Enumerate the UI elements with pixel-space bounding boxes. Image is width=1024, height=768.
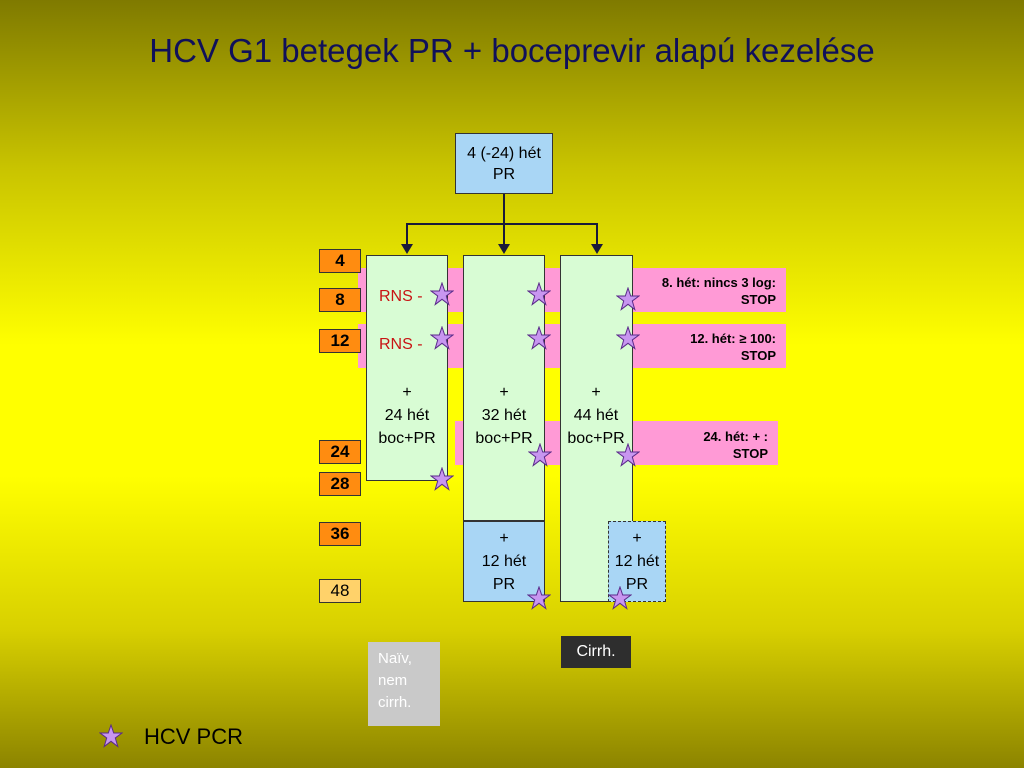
stop-rule-week-12-condition: 12. hét: ≥ 100: bbox=[690, 331, 776, 346]
column-32-weeks bbox=[463, 255, 545, 521]
column-2-text: + 32 hét boc+PR bbox=[463, 381, 545, 450]
star-icon bbox=[608, 586, 632, 610]
pr-tail-middle: + 12 hét PR bbox=[463, 521, 545, 602]
rns-negative-week-12: RNS - bbox=[379, 336, 423, 353]
star-icon bbox=[616, 326, 640, 350]
week-marker-28: 28 bbox=[319, 472, 361, 496]
rns-negative-week-8: RNS - bbox=[379, 288, 423, 305]
connector-horizontal bbox=[406, 223, 598, 225]
star-icon bbox=[616, 287, 640, 311]
stop-rule-week-8-action: STOP bbox=[740, 292, 776, 307]
group-label-naive: Naïv, nem cirrh. bbox=[368, 642, 440, 726]
group-label-naive-line2: nem bbox=[378, 672, 408, 689]
arrowhead-middle bbox=[498, 244, 510, 254]
stop-rule-week-12: 12. hét: ≥ 100: STOP bbox=[634, 326, 786, 364]
legend-label: HCV PCR bbox=[144, 724, 244, 749]
star-icon bbox=[527, 586, 551, 610]
connector-right bbox=[596, 223, 598, 245]
star-icon bbox=[616, 443, 640, 467]
column-2-plus: + bbox=[499, 384, 509, 401]
stop-rule-week-24: 24. hét: + : STOP bbox=[634, 424, 778, 462]
connector-left bbox=[406, 223, 408, 245]
stop-rule-week-8: 8. hét: nincs 3 log: STOP bbox=[634, 270, 786, 308]
column-1-plus: + bbox=[402, 384, 412, 401]
week-marker-24: 24 bbox=[319, 440, 361, 464]
initial-pr-label: PR bbox=[492, 165, 516, 183]
week-marker-12: 12 bbox=[319, 329, 361, 353]
stop-rule-week-24-condition: 24. hét: + : bbox=[703, 429, 768, 444]
group-label-naive-line3: cirrh. bbox=[378, 694, 412, 711]
initial-pr-weeks: 4 (-24) hét bbox=[467, 144, 541, 162]
pr-tail-right-drug: PR bbox=[625, 576, 649, 593]
stop-rule-week-24-action: STOP bbox=[732, 446, 768, 461]
arrowhead-left bbox=[401, 244, 413, 254]
initial-pr-box: 4 (-24) hét PR bbox=[455, 133, 553, 194]
pr-tail-right-plus: + bbox=[632, 530, 642, 547]
pr-tail-right-weeks: 12 hét bbox=[614, 553, 660, 570]
column-1-weeks: 24 hét bbox=[384, 407, 430, 424]
group-label-cirrh: Cirrh. bbox=[561, 636, 631, 668]
column-3-drug: boc+PR bbox=[567, 430, 625, 447]
star-icon bbox=[527, 326, 551, 350]
pr-tail-right: + 12 hét PR bbox=[608, 521, 666, 602]
arrowhead-right bbox=[591, 244, 603, 254]
star-icon bbox=[430, 467, 454, 491]
star-icon bbox=[527, 282, 551, 306]
week-marker-36: 36 bbox=[319, 522, 361, 546]
star-icon bbox=[528, 443, 552, 467]
week-marker-4: 4 bbox=[319, 249, 361, 273]
group-label-naive-line1: Naïv, bbox=[378, 650, 412, 667]
star-icon bbox=[99, 724, 123, 748]
column-2-drug: boc+PR bbox=[475, 430, 533, 447]
pr-tail-middle-weeks: 12 hét bbox=[481, 553, 527, 570]
column-3-text: + 44 hét boc+PR bbox=[555, 381, 637, 450]
column-2-weeks: 32 hét bbox=[481, 407, 527, 424]
connector-middle bbox=[503, 194, 505, 245]
page-title: HCV G1 betegek PR + boceprevir alapú kez… bbox=[149, 32, 875, 69]
week-marker-48: 48 bbox=[319, 579, 361, 603]
week-marker-8: 8 bbox=[319, 288, 361, 312]
stop-rule-week-12-action: STOP bbox=[740, 348, 776, 363]
pr-tail-middle-drug: PR bbox=[492, 576, 516, 593]
star-icon bbox=[430, 326, 454, 350]
column-1-drug: boc+PR bbox=[378, 430, 436, 447]
column-1-text: + 24 hét boc+PR bbox=[366, 381, 448, 450]
star-icon bbox=[430, 282, 454, 306]
column-3-weeks: 44 hét bbox=[573, 407, 619, 424]
stop-rule-week-8-condition: 8. hét: nincs 3 log: bbox=[661, 275, 776, 290]
column-3-plus: + bbox=[591, 384, 601, 401]
pr-tail-middle-plus: + bbox=[499, 530, 509, 547]
